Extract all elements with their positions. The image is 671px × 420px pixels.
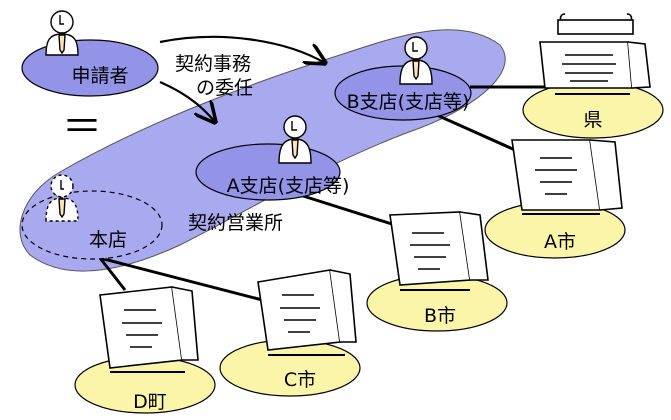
town-d-label: D町 [133, 391, 167, 413]
prefecture-label: 県 [583, 109, 602, 131]
delegation-label-line1: 契約事務 [175, 53, 251, 75]
city-b-document [389, 211, 489, 291]
city-b-label: B市 [424, 305, 456, 327]
city-a-document [511, 139, 623, 215]
branch-b-label: B支店(支店等) [347, 91, 470, 113]
applicant-label: 申請者 [71, 65, 128, 87]
line-head-to-town-d [98, 257, 127, 291]
delegation-label-line2: の委任 [196, 77, 253, 99]
city-c-document [257, 269, 357, 356]
branch-a-label: A支店(支店等) [227, 175, 350, 197]
delegation-arrow-lower [159, 80, 215, 122]
line-a-branch-to-city-b [299, 193, 396, 227]
town-d-document [99, 286, 199, 373]
city-c-label: C市 [284, 369, 316, 391]
prefecture-document [539, 13, 651, 95]
applicant-person-icon [45, 10, 79, 56]
connector-lines [98, 85, 545, 304]
delegation-arrow-upper [159, 35, 325, 63]
head-office-person-icon [45, 174, 79, 222]
line-b-branch-to-city-a [429, 110, 516, 152]
sales-office-label: 契約営業所 [188, 212, 283, 234]
line-head-to-city-c [99, 256, 271, 304]
city-a-label: A市 [544, 231, 576, 253]
equals-sign: ＝ [62, 104, 102, 150]
delegation-arrows [159, 35, 325, 122]
head-office-label: 本店 [89, 229, 127, 251]
branch-a-person-icon [278, 115, 312, 164]
branch-b-person-icon [399, 36, 433, 85]
